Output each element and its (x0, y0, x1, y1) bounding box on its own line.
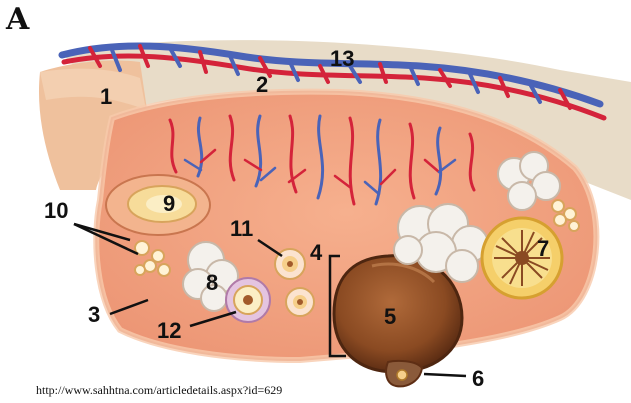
label-4: 4 (310, 240, 323, 265)
corpus-luteum-7 (482, 218, 562, 298)
label-2: 2 (256, 72, 268, 97)
label-7: 7 (537, 236, 549, 261)
label-9: 9 (163, 191, 175, 216)
label-8: 8 (206, 270, 218, 295)
ovulation-site-6 (386, 361, 422, 386)
follicle-9 (106, 175, 210, 235)
label-1: 1 (100, 84, 112, 109)
source-url: http://www.sahhtna.com/articledetails.as… (36, 383, 282, 398)
follicle-12 (226, 278, 270, 322)
label-11: 11 (230, 216, 253, 241)
label-12: 12 (157, 318, 181, 343)
label-10: 10 (44, 198, 68, 223)
label-6: 6 (472, 366, 484, 391)
label-5: 5 (384, 304, 396, 329)
label-3: 3 (88, 302, 100, 327)
label-13: 13 (330, 46, 354, 71)
graafian-follicle-5 (334, 256, 462, 372)
